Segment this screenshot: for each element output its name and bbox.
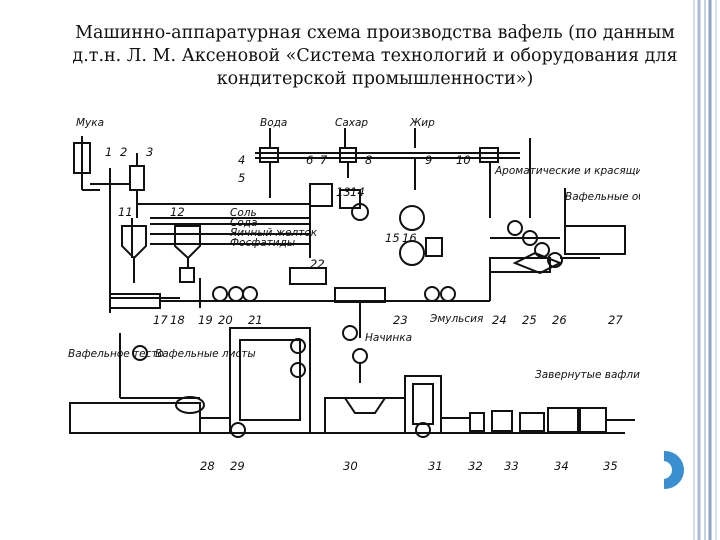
- num-8: 8: [365, 153, 372, 167]
- num-21: 21: [248, 313, 263, 327]
- label-wafer-sheets: Вафельные листы: [155, 348, 256, 360]
- num-31: 31: [428, 459, 443, 473]
- num-7: 7: [320, 153, 328, 167]
- label-filling: Начинка: [365, 332, 412, 344]
- num-16: 16: [402, 231, 417, 245]
- num-15: 15: [385, 231, 400, 245]
- slide-corner-icon: [645, 450, 684, 490]
- num-5: 5: [238, 171, 245, 185]
- num-23: 23: [393, 313, 408, 327]
- num-30: 30: [343, 459, 358, 473]
- label-aroma: Ароматические и красящие вещества: [494, 165, 640, 177]
- num-29: 29: [230, 459, 245, 473]
- num-13: 13: [336, 185, 351, 199]
- num-27: 27: [608, 313, 623, 327]
- num-6: 6: [306, 153, 313, 167]
- num-19: 19: [198, 313, 213, 327]
- num-18: 18: [170, 313, 185, 327]
- num-22: 22: [310, 257, 325, 271]
- label-wafer-trimmings: Вафельные обрезки, отеки: [565, 191, 640, 203]
- label-water: Вода: [260, 117, 287, 129]
- num-28: 28: [200, 459, 215, 473]
- num-4: 4: [238, 153, 245, 167]
- num-33: 33: [504, 459, 519, 473]
- label-phosphatides: Фосфатиды: [230, 237, 295, 249]
- num-3: 3: [146, 145, 153, 159]
- num-25: 25: [522, 313, 537, 327]
- num-35: 35: [603, 459, 618, 473]
- label-yolk: Яичный желток: [229, 227, 318, 239]
- num-14: 14: [350, 185, 365, 199]
- production-flow-diagram: Мука Вода Сахар Жир Соль Сода Яичный жел…: [68, 117, 640, 473]
- slide-border-decoration: [686, 0, 720, 540]
- num-32: 32: [468, 459, 483, 473]
- num-12: 12: [170, 205, 185, 219]
- label-flour: Мука: [76, 117, 104, 129]
- label-sugar: Сахар: [335, 117, 368, 129]
- num-34: 34: [554, 459, 569, 473]
- num-2: 2: [120, 145, 127, 159]
- label-soda: Сода: [230, 217, 257, 229]
- num-17: 17: [153, 313, 168, 327]
- num-11: 11: [118, 205, 133, 219]
- num-10: 10: [456, 153, 471, 167]
- num-24: 24: [492, 313, 507, 327]
- label-wrapped-wafers: Завернутые вафли: [535, 369, 640, 381]
- num-20: 20: [218, 313, 233, 327]
- label-fat: Жир: [409, 117, 435, 129]
- num-26: 26: [552, 313, 567, 327]
- label-wafer-dough: Вафельное тесто: [68, 348, 164, 360]
- num-1: 1: [105, 145, 112, 159]
- num-9: 9: [425, 153, 432, 167]
- slide-title: Машинно-аппаратурная схема производства …: [72, 23, 678, 89]
- label-emulsion: Эмульсия: [429, 313, 483, 325]
- label-salt: Соль: [230, 207, 257, 219]
